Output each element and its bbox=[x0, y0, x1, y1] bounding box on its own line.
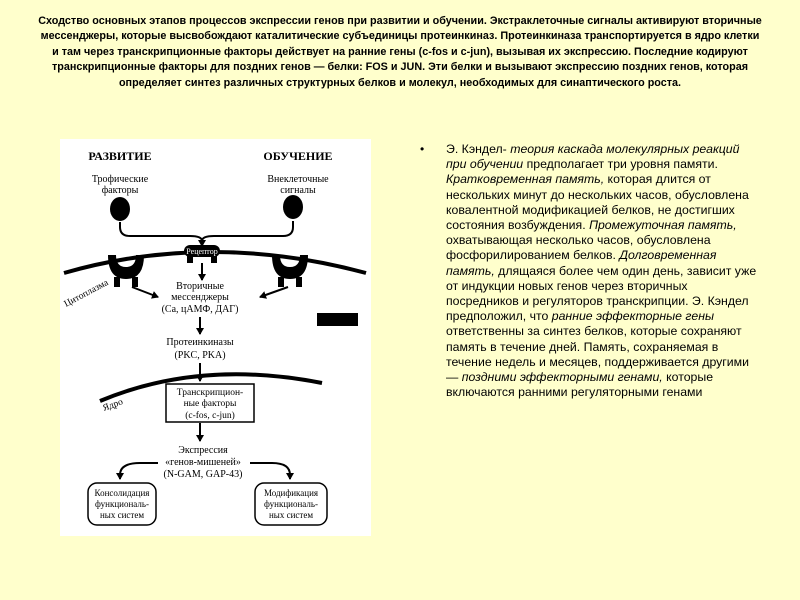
right-receptor-arrow bbox=[259, 286, 289, 299]
nuclear-membrane bbox=[99, 372, 323, 403]
protein-kinases-line2: (PKC, PKA) bbox=[174, 350, 225, 361]
expression-line2: «генов-мишеней» bbox=[165, 457, 241, 468]
header-learning: ОБУЧЕНИЕ bbox=[263, 149, 332, 163]
extracellular-signals-line1: Внеклеточные bbox=[267, 174, 329, 185]
trophic-to-receptor-line bbox=[119, 222, 203, 242]
transcription-factors-line1: Транскрипцион- bbox=[177, 388, 243, 398]
bullet-part-01: Э. Кэндел- bbox=[446, 142, 511, 156]
modification-line3: ных систем bbox=[269, 510, 313, 520]
extracellular-signal-molecule-icon bbox=[283, 195, 303, 219]
modification-line2: функциональ- bbox=[264, 499, 318, 509]
bullet-part-02: теория каскада молекулярных реакций при … bbox=[446, 142, 740, 172]
bullet-text: Э. Кэндел- теория каскада молекулярных р… bbox=[446, 142, 762, 400]
cytoplasm-label: Цитоплазма bbox=[63, 278, 111, 310]
right-receptor-icon bbox=[272, 255, 308, 287]
black-bar bbox=[317, 313, 358, 326]
left-receptor-arrow bbox=[131, 286, 159, 299]
bullet-part-04: Кратковременная память, bbox=[446, 172, 605, 187]
modification-line1: Модификация bbox=[264, 488, 318, 498]
expression-to-modification-arrow bbox=[250, 462, 294, 480]
signal-to-receptor-line bbox=[201, 221, 294, 242]
bullet-marker: • bbox=[420, 142, 425, 156]
bullet-part-06: Промежуточная память, bbox=[589, 218, 737, 233]
trophic-factors-line2: факторы bbox=[102, 185, 139, 196]
second-messengers-line3: (Ca, цАМФ, ДАГ) bbox=[162, 304, 239, 315]
center-receptor-icon bbox=[184, 245, 220, 263]
gene-expression-diagram: РАЗВИТИЕ ОБУЧЕНИЕ Трофические факторы Вн… bbox=[60, 139, 371, 536]
left-receptor-icon bbox=[108, 255, 144, 287]
consolidation-box bbox=[87, 482, 157, 526]
bullet-part-08: Долговременная память, bbox=[446, 248, 717, 278]
slide-title: Сходство основных этапов процессов экспр… bbox=[38, 15, 762, 89]
transcription-factors-line2: ные факторы bbox=[184, 398, 237, 409]
second-messengers-line1: Вторичные bbox=[176, 281, 224, 292]
transcription-factors-box bbox=[165, 383, 255, 423]
consolidation-line3: ных систем bbox=[100, 510, 144, 520]
diagram-svg: РАЗВИТИЕ ОБУЧЕНИЕ Трофические факторы Вн… bbox=[63, 149, 367, 526]
bullet-part-11: ответственны за синтез белков, которые с… bbox=[446, 324, 749, 385]
consolidation-line1: Консолидация bbox=[95, 488, 150, 498]
bullet-part-07: охватывающая несколько часов, обусловлен… bbox=[446, 233, 711, 263]
consolidation-line2: функциональ- bbox=[95, 499, 149, 509]
bullet-part-12: поздними эффекторными генами, bbox=[461, 370, 663, 385]
bullet-part-03: предполагает три уровня памяти. bbox=[523, 157, 718, 172]
transcription-factors-line3: (c-fos, c-jun) bbox=[185, 410, 235, 421]
expression-line3: (N-GAM, GAP-43) bbox=[164, 469, 243, 480]
bullet-part-10: ранние эффекторные гены bbox=[551, 309, 715, 324]
extracellular-signals-line2: сигналы bbox=[280, 185, 316, 196]
trophic-factor-molecule-icon bbox=[110, 197, 130, 221]
expression-to-consolidation-arrow bbox=[116, 462, 158, 480]
bullet-part-13: которые включаются ранними регуляторными… bbox=[446, 370, 714, 400]
second-messengers-line2: мессенджеры bbox=[171, 292, 229, 303]
protein-kinases-line1: Протеинкиназы bbox=[166, 337, 234, 348]
trophic-factors-line1: Трофические bbox=[92, 174, 149, 185]
expression-line1: Экспрессия bbox=[178, 445, 228, 456]
modification-box bbox=[254, 482, 328, 526]
bullet-part-09: длящаяся более чем один день, зависит уж… bbox=[446, 263, 757, 324]
header-development: РАЗВИТИЕ bbox=[88, 149, 151, 163]
bullet-part-05: которая длится от нескольких минут до не… bbox=[446, 172, 749, 233]
receptor-label: Рецептор bbox=[186, 247, 217, 256]
